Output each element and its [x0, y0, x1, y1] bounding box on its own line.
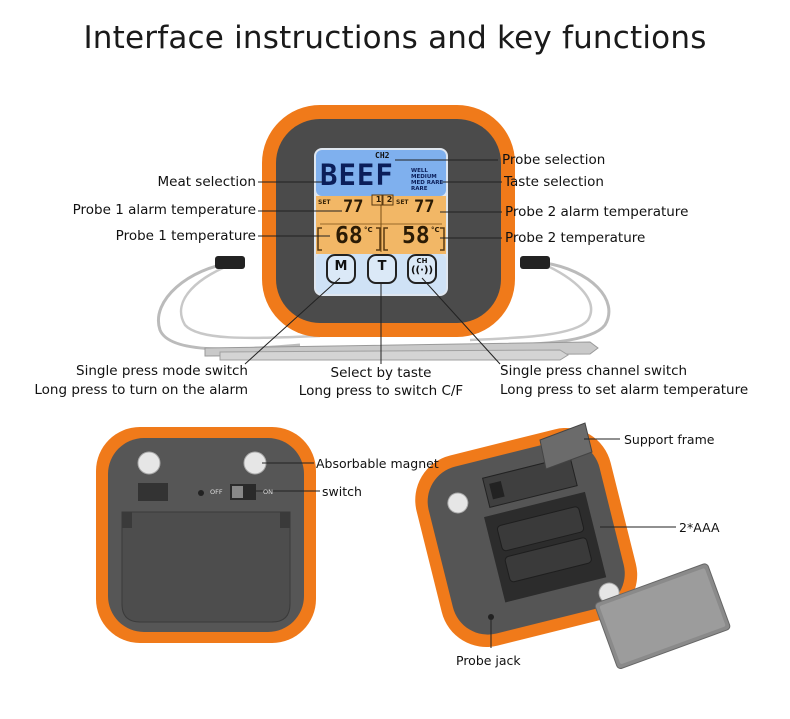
label-probe1-alarm: Probe 1 alarm temperature: [72, 202, 256, 218]
probe-plug-left: [215, 256, 245, 269]
ch-button-desc-2: Long press to set alarm temperature: [500, 382, 749, 398]
ch-button-desc-1: Single press channel switch: [500, 363, 688, 379]
m-button-desc-2: Long press to turn on the alarm: [34, 382, 248, 398]
leader-m-button: [244, 277, 341, 365]
m-button-shape: [326, 254, 356, 284]
ch-button[interactable]: CH: [416, 257, 428, 265]
open-support-base: [481, 455, 578, 508]
lcd-taste-item: MEDIUM: [411, 174, 437, 180]
lcd-probe2-set: 77: [414, 197, 435, 217]
label-support-frame: Support frame: [624, 432, 715, 447]
lcd-set-label-2: SET: [396, 199, 409, 206]
lcd-taste-list: WELL MEDIUM MED RARE RARE: [411, 168, 443, 192]
m-button[interactable]: M: [334, 259, 348, 274]
lcd-blue-zone: [316, 150, 446, 196]
t-button-shape: [367, 254, 397, 284]
back-battery-lid: [121, 511, 291, 623]
lcd-channel: CH2: [375, 151, 390, 160]
probe-needle-2: [219, 349, 569, 361]
probe-plug-right: [520, 256, 550, 269]
t-button-desc-1: Select by taste: [330, 365, 432, 381]
lcd-unit-1: °C: [364, 226, 373, 234]
t-button[interactable]: T: [377, 259, 387, 274]
lcd-taste-item: WELL: [411, 168, 428, 174]
label-probe-selection: Probe selection: [502, 152, 606, 168]
lcd-probe1-current: 68: [335, 223, 363, 249]
label-taste-selection: Taste selection: [504, 174, 604, 190]
magnet-left: [137, 451, 161, 475]
label-meat-selection: Meat selection: [157, 174, 257, 190]
label-probe-jack: Probe jack: [456, 653, 521, 668]
lcd-probe2-current: 58: [402, 223, 430, 249]
lcd-probe1-set: 77: [343, 197, 364, 217]
lcd-meat: BEEF: [320, 158, 394, 192]
support-frame-shape: [539, 422, 593, 470]
ch-button-shape: [407, 254, 437, 284]
label-switch: switch: [322, 484, 362, 499]
t-button-desc-2: Long press to switch C/F: [298, 383, 464, 399]
alarm-icon: ((·)): [410, 265, 434, 276]
label-battery: 2*AAA: [679, 520, 720, 535]
lcd-unit-2: °C: [431, 226, 440, 234]
label-probe2-temp: Probe 2 temperature: [505, 230, 646, 246]
switch-off-text: OFF: [210, 488, 223, 496]
leader-ch-button: [421, 277, 501, 365]
lcd-taste-item: MED RARE: [411, 180, 444, 186]
lcd-probe-tag-1: 1: [375, 195, 382, 204]
lcd-probe-tag-2: 2: [386, 195, 393, 204]
page-title: Interface instructions and key functions: [83, 20, 707, 56]
label-magnet: Absorbable magnet: [316, 456, 439, 471]
label-probe1-temp: Probe 1 temperature: [115, 228, 256, 244]
lcd-taste-item: RARE: [411, 186, 428, 192]
back-slot: [138, 483, 168, 501]
switch-on-text: ON: [263, 488, 273, 496]
m-button-desc-1: Single press mode switch: [76, 363, 248, 379]
label-probe2-alarm: Probe 2 alarm temperature: [505, 204, 689, 220]
lcd-set-label-1: SET: [318, 199, 331, 206]
